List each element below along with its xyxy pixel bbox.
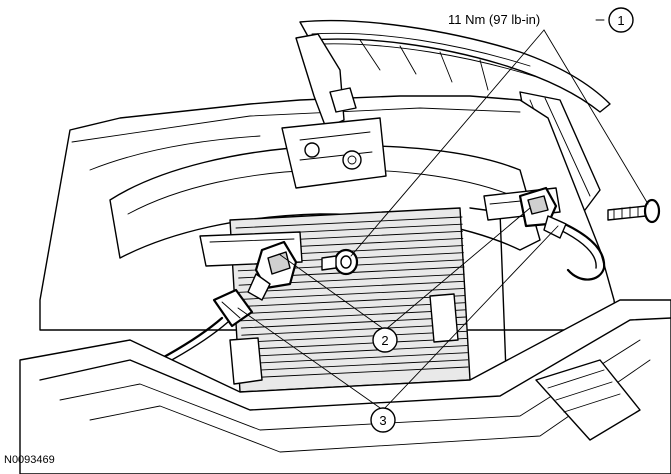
right-wiring-harness xyxy=(543,215,606,281)
radiator-fin xyxy=(238,280,466,293)
radiator-fin xyxy=(241,330,468,343)
right-ambient-sensor xyxy=(518,186,558,228)
radiator-fin xyxy=(242,345,468,358)
radiator-fin xyxy=(240,316,467,329)
hood-latch xyxy=(281,33,387,189)
radiator-fin xyxy=(241,323,467,336)
radiator-fin xyxy=(242,337,468,350)
radiator-fin xyxy=(243,359,469,372)
figure-id: N0093469 xyxy=(4,454,55,466)
callout-3-number: 3 xyxy=(379,413,386,428)
callout-1: 1 xyxy=(608,7,634,33)
torque-spec-label: 11 Nm (97 lb-in) xyxy=(448,12,540,27)
radiator-fin xyxy=(243,366,469,379)
radiator-fin xyxy=(239,287,466,300)
radiator-fin xyxy=(240,309,467,322)
radiator-fin xyxy=(242,352,468,365)
leader-lines xyxy=(237,19,649,411)
right-bolt xyxy=(607,198,661,224)
radiator-fin xyxy=(239,295,466,308)
callout-1-number: 1 xyxy=(617,13,624,28)
radiator-fin xyxy=(240,302,466,315)
radiator-support-frame xyxy=(39,95,619,331)
callout-2: 2 xyxy=(372,327,398,353)
left-ambient-sensor xyxy=(247,240,298,301)
torque-spec-text: 11 Nm (97 lb-in) xyxy=(448,12,540,27)
lower-bumper xyxy=(19,293,671,474)
radiator-fin xyxy=(235,216,463,229)
left-electrical-connector xyxy=(212,288,254,328)
callout-2-number: 2 xyxy=(381,333,388,348)
callout-3: 3 xyxy=(370,407,396,433)
